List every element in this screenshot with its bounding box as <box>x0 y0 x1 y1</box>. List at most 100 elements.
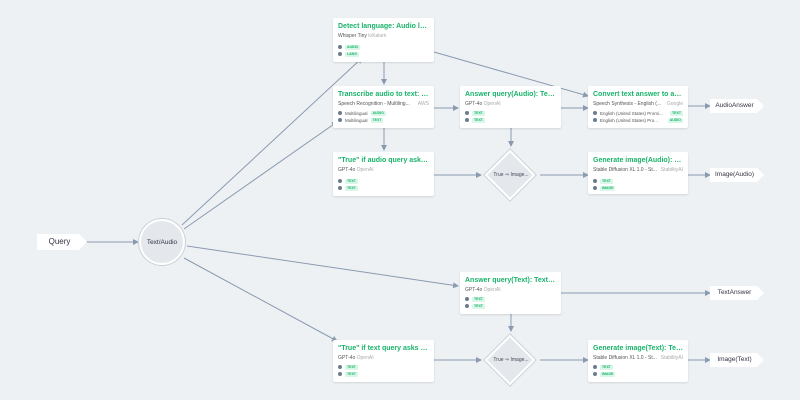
edge-detect-tts <box>433 51 589 98</box>
port-dot-icon <box>338 118 342 122</box>
port-dot-icon <box>338 365 342 369</box>
node-title: Generate image(Audio): Tex... <box>593 157 683 164</box>
node-title: Answer query(Audio): Text ... <box>465 91 556 98</box>
port-badge: IMAGE <box>600 185 616 191</box>
edge-router-answer-text <box>186 245 459 289</box>
output-port[interactable]: LANG <box>338 51 429 57</box>
output-port[interactable]: IMAGE <box>593 371 683 377</box>
condition-label: True ⇒ Image... <box>493 172 529 178</box>
port-badge: AUDIO <box>667 117 683 123</box>
edge-router-true-text <box>183 257 338 342</box>
port-badge: TEXT <box>472 110 485 116</box>
port-dot-icon <box>593 372 597 376</box>
input-port[interactable]: TEXT <box>338 364 429 370</box>
edge-router-detect <box>181 57 363 226</box>
gen-image-audio-node[interactable]: Generate image(Audio): Tex... Stable Dif… <box>588 152 688 194</box>
port-name: English (United States) Pro... <box>600 117 659 123</box>
node-provider: OpenAI <box>483 287 501 293</box>
router-node[interactable]: Text/Audio <box>139 219 185 265</box>
input-port[interactable]: TEXT <box>593 178 683 184</box>
output-port[interactable]: English (United States) Pro... AUDIO <box>593 117 683 123</box>
port-dot-icon <box>465 118 469 122</box>
port-badge: TEXT <box>600 178 613 184</box>
node-title: Convert text answer to audi... <box>593 91 683 98</box>
edge-router-transcribe <box>183 121 338 230</box>
output-port[interactable]: TEXT <box>465 117 556 123</box>
port-name: English (United States) Promi... <box>600 110 663 116</box>
node-title: Detect language: Audio lang... <box>338 23 429 30</box>
port-dot-icon <box>338 372 342 376</box>
node-provider: StabilityAI <box>660 355 683 361</box>
output-label: AudioAnswer <box>715 102 754 109</box>
node-title: Answer query(Text): Text ge... <box>465 277 556 284</box>
output-image-text[interactable]: Image(Text) <box>710 353 764 367</box>
port-dot-icon <box>465 297 469 301</box>
port-dot-icon <box>593 179 597 183</box>
node-model: GPT-4o <box>338 167 356 173</box>
detect-language-node[interactable]: Detect language: Audio lang... Whisper T… <box>333 18 434 62</box>
node-provider: OpenAI <box>483 101 501 107</box>
input-port[interactable]: TEXT <box>465 110 556 116</box>
port-dot-icon <box>338 111 342 115</box>
port-dot-icon <box>465 111 469 115</box>
node-provider: Google <box>666 101 683 107</box>
node-model: Whisper Tiny <box>338 33 367 39</box>
port-dot-icon <box>338 179 342 183</box>
port-badge: TEXT <box>345 371 358 377</box>
port-badge: TEXT <box>472 117 485 123</box>
port-badge: TEXT <box>472 296 485 302</box>
output-audio-answer[interactable]: AudioAnswer <box>710 99 764 113</box>
port-badge: TEXT <box>472 303 485 309</box>
port-badge: LANG <box>345 51 359 57</box>
query-label: Query <box>48 237 71 246</box>
port-dot-icon <box>338 186 342 190</box>
port-dot-icon <box>338 45 342 49</box>
output-image-audio[interactable]: Image(Audio) <box>710 168 764 182</box>
output-port[interactable]: IMAGE <box>593 185 683 191</box>
node-model: GPT-4o <box>465 287 483 293</box>
node-provider: StabilityAI <box>660 167 683 173</box>
port-badge: TEXT <box>670 110 683 116</box>
node-provider: loKalam <box>368 33 387 39</box>
input-port[interactable]: English (United States) Promi... TEXT <box>593 110 683 116</box>
output-text-answer[interactable]: TextAnswer <box>710 286 764 300</box>
tts-node[interactable]: Convert text answer to audi... Speech Sy… <box>588 86 688 128</box>
output-label: TextAnswer <box>717 289 752 296</box>
answer-audio-node[interactable]: Answer query(Audio): Text ... GPT-4o Ope… <box>460 86 561 128</box>
input-port[interactable]: TEXT <box>465 296 556 302</box>
transcribe-node[interactable]: Transcribe audio to text: Sp... Speech R… <box>333 86 434 128</box>
node-provider: OpenAI <box>356 167 374 173</box>
node-title: Transcribe audio to text: Sp... <box>338 91 429 98</box>
port-badge: TEXT <box>345 178 358 184</box>
port-dot-icon <box>465 304 469 308</box>
output-port[interactable]: TEXT <box>465 303 556 309</box>
true-text-node[interactable]: "True" if text query asks for i... GPT-4… <box>333 340 434 382</box>
query-input-node[interactable]: Query <box>37 234 87 250</box>
port-badge: IMAGE <box>600 371 616 377</box>
node-provider: AWS <box>417 101 429 107</box>
node-model: GPT-4o <box>338 355 356 361</box>
output-port[interactable]: TEXT <box>338 185 429 191</box>
port-name: Multilingual <box>345 117 368 123</box>
port-badge: TEXT <box>600 364 613 370</box>
input-port[interactable]: AUDIO <box>338 44 429 50</box>
true-audio-node[interactable]: "True" if audio query asks fo... GPT-4o … <box>333 152 434 196</box>
port-dot-icon <box>593 186 597 190</box>
output-port[interactable]: TEXT <box>338 371 429 377</box>
gen-image-text-node[interactable]: Generate image(Text): Text ... Stable Di… <box>588 340 688 382</box>
port-dot-icon <box>338 52 342 56</box>
node-model: GPT-4o <box>465 101 483 107</box>
output-label: Image(Text) <box>717 356 752 363</box>
port-badge: TEXT <box>345 185 358 191</box>
port-dot-icon <box>593 118 597 122</box>
output-label: Image(Audio) <box>714 171 755 178</box>
input-port[interactable]: TEXT <box>338 178 429 184</box>
input-port[interactable]: TEXT <box>593 364 683 370</box>
node-title: Generate image(Text): Text ... <box>593 345 683 352</box>
answer-text-node[interactable]: Answer query(Text): Text ge... GPT-4o Op… <box>460 272 561 314</box>
node-title: "True" if text query asks for i... <box>338 345 429 352</box>
port-dot-icon <box>593 111 597 115</box>
